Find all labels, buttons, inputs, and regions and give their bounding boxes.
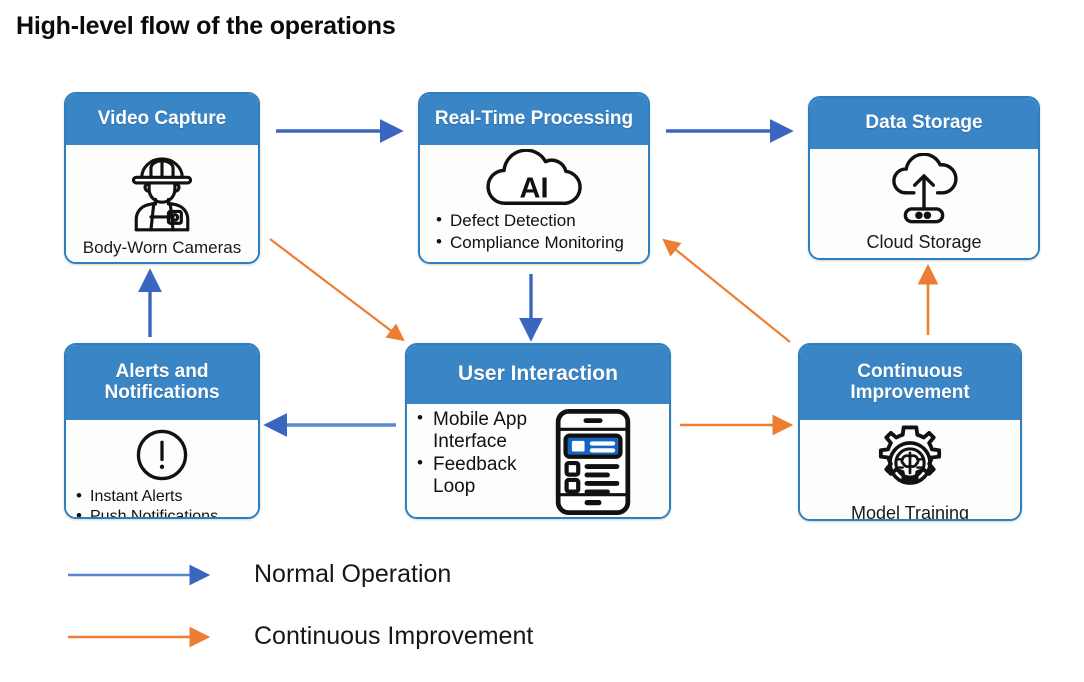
node-continuous-title-line2: Improvement: [850, 382, 970, 403]
legend-label-normal-operation: Normal Operation: [254, 560, 452, 588]
svg-text:AI: AI: [520, 173, 549, 205]
node-alerts-notifications-body: Instant Alerts Push Notifications: [66, 420, 258, 517]
node-user-interaction-title: User Interaction: [407, 345, 669, 404]
node-video-capture-caption: Body-Worn Cameras: [82, 238, 242, 258]
legend-arrow-continuous: [68, 626, 211, 647]
node-video-capture-title: Video Capture: [66, 94, 258, 145]
node-continuous-improvement-caption: Model Training: [850, 503, 970, 521]
node-data-storage-body: Cloud Storage: [810, 149, 1038, 258]
node-user-interaction-body: Mobile App Interface Feedback Loop: [407, 404, 669, 517]
node-continuous-improvement-body: Model Training: [800, 420, 1020, 521]
node-alerts-title-line2: Notifications: [104, 382, 220, 403]
node-continuous-improvement[interactable]: Continuous Improvement: [798, 343, 1022, 521]
node-realtime-processing[interactable]: Real-Time Processing AI Defect Detection…: [418, 92, 650, 264]
exclamation-circle-icon: [133, 426, 191, 484]
gear-brain-icon: [868, 422, 952, 504]
worker-helmet-bodycam-icon: [116, 147, 208, 239]
node-realtime-processing-title: Real-Time Processing: [420, 94, 648, 145]
legend-item-continuous-improvement: Continuous Improvement: [66, 622, 533, 651]
node-realtime-processing-body: AI Defect Detection Compliance Monitorin…: [420, 145, 648, 262]
mobile-phone-app-icon: [555, 408, 631, 516]
node-data-storage-caption: Cloud Storage: [866, 231, 982, 252]
list-item: Push Notifications: [74, 506, 218, 517]
legend-item-normal-operation: Normal Operation: [66, 560, 451, 589]
node-alerts-notifications-title: Alerts and Notifications: [66, 345, 258, 420]
node-user-interaction[interactable]: User Interaction Mobile App Interface Fe…: [405, 343, 671, 519]
node-video-capture-body: Body-Worn Cameras: [66, 145, 258, 262]
list-item: Compliance Monitoring: [434, 231, 624, 253]
node-continuous-improvement-title: Continuous Improvement: [800, 345, 1020, 420]
list-item: Instant Alerts: [74, 486, 218, 507]
node-video-capture[interactable]: Video Capture: [64, 92, 260, 264]
legend-label-continuous-improvement: Continuous Improvement: [254, 622, 534, 650]
node-continuous-title-line1: Continuous: [857, 360, 963, 382]
node-data-storage-title: Data Storage: [810, 98, 1038, 149]
node-data-storage[interactable]: Data Storage Cloud Storage: [808, 96, 1040, 260]
node-alerts-title-line1: Alerts and: [115, 360, 209, 382]
ai-cloud-icon: AI: [476, 149, 592, 211]
cloud-upload-server-icon: [881, 152, 967, 231]
node-alerts-notifications-bullets: Instant Alerts Push Notifications: [74, 486, 218, 517]
node-alerts-notifications[interactable]: Alerts and Notifications Instant Alerts …: [64, 343, 260, 519]
arrow-videocapture-to-userinteraction-improvement: [269, 238, 405, 342]
page-title: High-level flow of the operations: [16, 12, 396, 40]
list-item: Defect Detection: [434, 210, 624, 231]
legend-arrow-normal: [68, 564, 211, 585]
list-item: Feedback Loop: [415, 453, 557, 498]
node-realtime-processing-bullets: Defect Detection Compliance Monitoring: [434, 210, 624, 254]
list-item: Mobile App Interface: [415, 408, 557, 453]
node-user-interaction-bullets: Mobile App Interface Feedback Loop: [415, 408, 557, 498]
arrow-continuous-to-realtime: [662, 238, 791, 343]
